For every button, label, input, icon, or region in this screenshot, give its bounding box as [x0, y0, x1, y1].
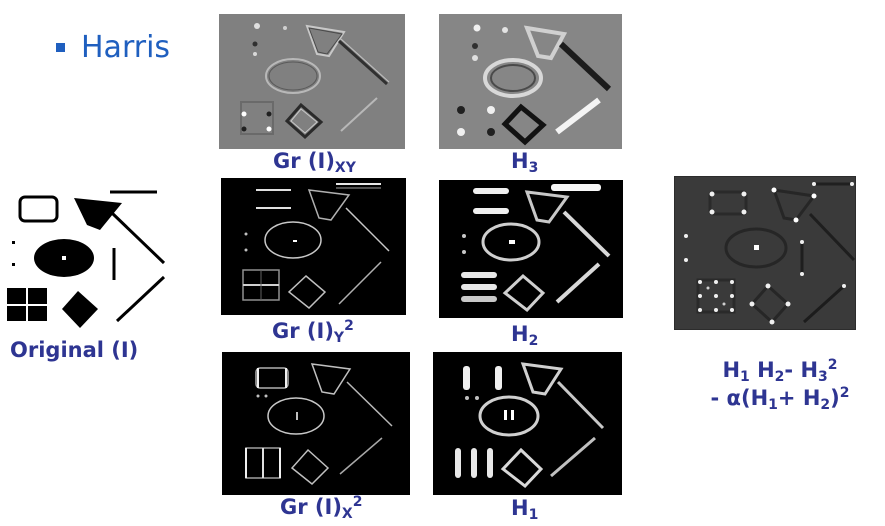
harris-title: Harris	[81, 30, 171, 65]
gr-x2-image	[222, 352, 410, 495]
h1-image	[433, 352, 622, 495]
gr-xy-label: Gr (I)XY	[273, 149, 356, 176]
bullet-title: Harris	[56, 30, 170, 65]
harris-formula-line1: H1 H2- H32	[722, 357, 838, 385]
square-bullet-icon	[56, 43, 65, 52]
h3-image	[439, 14, 622, 149]
gr-xy-image	[219, 14, 405, 149]
harris-response-image	[674, 176, 856, 330]
h2-image	[439, 180, 623, 318]
gr-x2-label: Gr (I)X2	[280, 494, 363, 522]
original-label: Original (I)	[10, 338, 139, 362]
original-image	[2, 183, 170, 328]
gr-y2-image	[221, 178, 406, 315]
harris-formula-line2: - α(H1+ H2)2	[710, 385, 850, 413]
h1-label: H1	[511, 496, 539, 523]
gr-y2-label: Gr (I)Y2	[272, 318, 354, 346]
h3-label: H3	[511, 149, 539, 176]
h2-label: H2	[511, 322, 539, 349]
